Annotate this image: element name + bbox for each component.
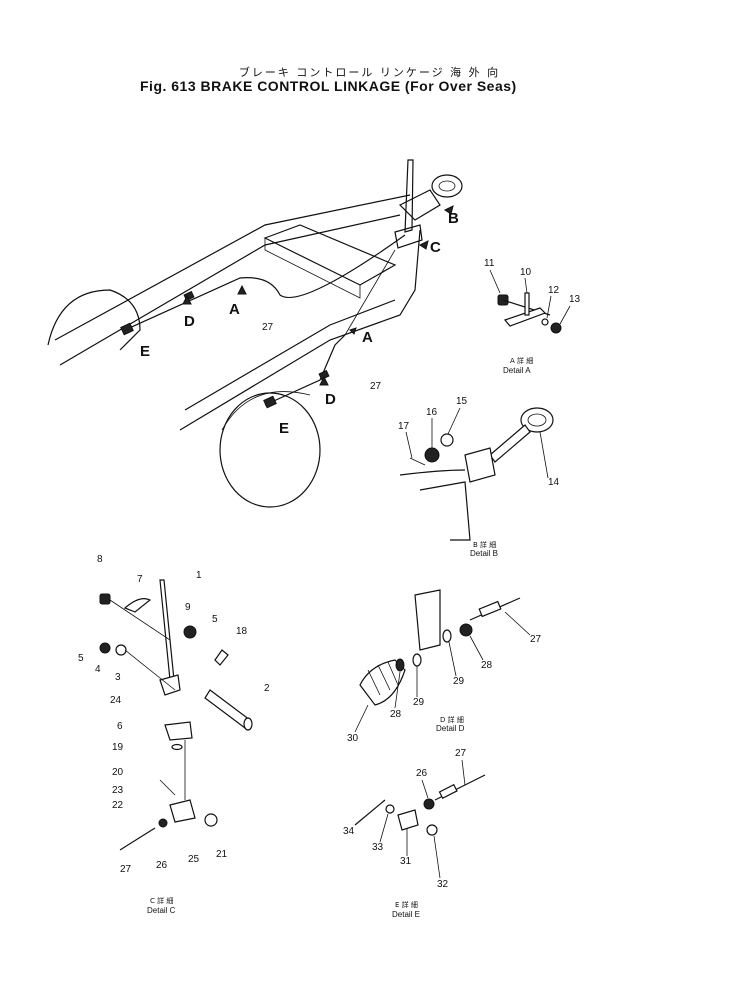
wheel-left [47, 289, 141, 351]
svg-text:5: 5 [212, 614, 218, 625]
label-C: C [430, 239, 441, 256]
label-B: B [448, 210, 459, 227]
svg-text:17: 17 [398, 421, 410, 432]
boot-30 [359, 659, 406, 706]
svg-text:15: 15 [456, 396, 468, 407]
svg-text:2: 2 [264, 683, 270, 694]
svg-text:27: 27 [455, 748, 467, 759]
svg-text:3: 3 [115, 672, 121, 683]
svg-text:11: 11 [484, 258, 495, 269]
svg-text:Detail D: Detail D [436, 724, 465, 733]
pin-2 [204, 689, 251, 729]
title-japanese: ブレーキ コントロール リンケージ 海 外 向 [238, 66, 501, 79]
svg-text:Detail E: Detail E [392, 910, 420, 919]
svg-text:31: 31 [400, 856, 412, 867]
title-english: Fig. 613 BRAKE CONTROL LINKAGE (For Over… [140, 78, 517, 94]
label-27-right: 27 [370, 381, 382, 392]
main-view: B C A A D D E E 27 27 [47, 159, 463, 508]
svg-text:29: 29 [413, 697, 425, 708]
svg-text:32: 32 [437, 879, 449, 890]
svg-text:20: 20 [112, 767, 124, 778]
svg-text:30: 30 [347, 733, 359, 744]
svg-text:12: 12 [548, 285, 560, 296]
svg-text:1: 1 [196, 570, 202, 581]
svg-text:4: 4 [95, 664, 101, 675]
svg-text:26: 26 [416, 768, 428, 779]
clevis-31 [397, 809, 419, 831]
frame-rail-bottom [179, 229, 421, 431]
label-E-right: E [279, 420, 289, 437]
svg-text:19: 19 [112, 742, 124, 753]
svg-text:7: 7 [137, 574, 143, 585]
svg-text:5: 5 [78, 653, 84, 664]
svg-text:22: 22 [112, 800, 124, 811]
svg-text:8: 8 [97, 554, 103, 565]
svg-text:A 詳 細: A 詳 細 [510, 356, 533, 365]
svg-text:29: 29 [453, 676, 465, 687]
tow-eye-14 [520, 407, 554, 433]
svg-text:10: 10 [520, 267, 532, 278]
svg-text:13: 13 [569, 294, 581, 305]
svg-text:14: 14 [548, 477, 560, 488]
tow-hook [431, 174, 463, 198]
svg-text:D 詳 細: D 詳 細 [440, 715, 464, 724]
svg-text:6: 6 [117, 721, 123, 732]
svg-text:28: 28 [390, 709, 402, 720]
brake-cable-right [264, 334, 346, 406]
svg-text:26: 26 [156, 860, 168, 871]
svg-text:16: 16 [426, 407, 438, 418]
svg-text:27: 27 [530, 634, 542, 645]
detail-e: 27 26 34 33 31 32 E 詳 細 Detail E [343, 748, 486, 919]
svg-text:25: 25 [188, 854, 200, 865]
detail-c: 8 7 1 9 5 18 5 4 3 2 24 6 19 20 23 22 21… [78, 554, 270, 915]
bracket-plate [414, 589, 441, 651]
cross-member [263, 224, 397, 286]
label-A-right: A [362, 329, 373, 346]
svg-text:24: 24 [110, 695, 122, 706]
clevis-6 [164, 721, 193, 741]
brake-lever-main [404, 159, 414, 233]
svg-text:B 詳 細: B 詳 細 [473, 540, 496, 549]
label-27-top: 27 [262, 322, 274, 333]
svg-text:9: 9 [185, 602, 191, 613]
label-D-right: D [325, 391, 336, 408]
svg-text:18: 18 [236, 626, 248, 637]
wheel-right [219, 392, 321, 508]
svg-text:21: 21 [216, 849, 228, 860]
clevis-25 [169, 799, 196, 823]
svg-text:27: 27 [120, 864, 132, 875]
svg-text:33: 33 [372, 842, 384, 853]
frame-rail-top [54, 194, 411, 341]
svg-text:C 詳 細: C 詳 細 [150, 896, 173, 905]
svg-text:Detail B: Detail B [470, 549, 498, 558]
label-E-left: E [140, 343, 150, 360]
label-A-top: A [229, 301, 240, 318]
svg-text:34: 34 [343, 826, 355, 837]
label-D-left: D [184, 313, 195, 330]
svg-text:23: 23 [112, 785, 124, 796]
svg-text:Detail C: Detail C [147, 906, 176, 915]
svg-text:28: 28 [481, 660, 493, 671]
svg-text:Detail A: Detail A [503, 366, 531, 375]
detail-a: 11 10 12 13 A 詳 細 Detail A [484, 258, 581, 375]
brake-cable-left [124, 234, 406, 331]
detail-d: 27 28 29 30 28 29 D 詳 細 Detail D [347, 589, 542, 744]
svg-text:E 詳 細: E 詳 細 [395, 900, 418, 909]
detail-b: 17 16 15 14 B 詳 細 Detail B [398, 396, 560, 558]
